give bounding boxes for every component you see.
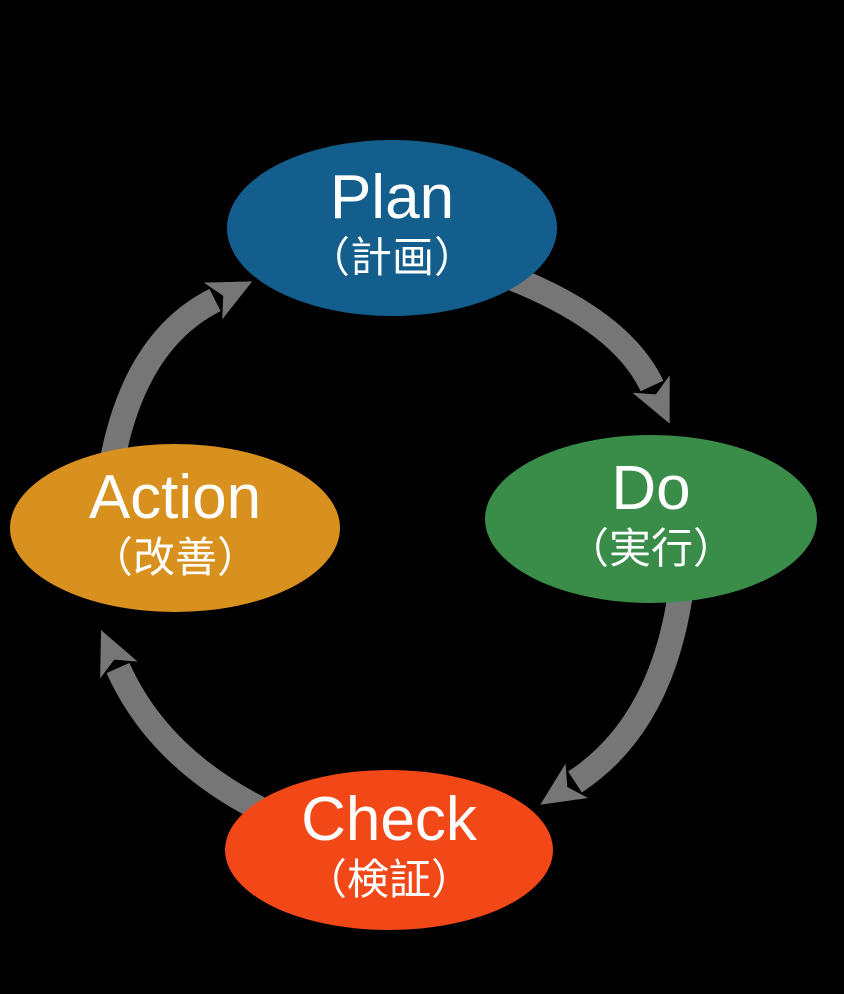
node-do: Do （実行） xyxy=(485,435,817,603)
check-label: Check xyxy=(301,785,478,854)
action-label: Action xyxy=(89,463,261,532)
action-ellipse xyxy=(10,444,340,612)
plan-label: Plan xyxy=(330,163,454,232)
check-ellipse xyxy=(225,770,553,930)
do-label: Do xyxy=(611,454,690,523)
node-action: Action （改善） xyxy=(10,444,340,612)
node-plan: Plan （計画） xyxy=(227,140,557,316)
arrow-plan-to-do-icon xyxy=(507,266,670,424)
action-sublabel: （改善） xyxy=(91,534,259,581)
arrow-check-to-action-icon xyxy=(100,630,278,827)
cycle-arrows xyxy=(99,266,694,827)
do-sublabel: （実行） xyxy=(567,525,735,572)
arrow-action-to-plan-icon xyxy=(99,281,253,465)
do-ellipse xyxy=(485,435,817,603)
node-check: Check （検証） xyxy=(225,770,553,930)
plan-sublabel: （計画） xyxy=(308,234,476,281)
arrow-do-to-check-icon xyxy=(540,588,694,805)
check-sublabel: （検証） xyxy=(305,856,473,903)
plan-ellipse xyxy=(227,140,557,316)
